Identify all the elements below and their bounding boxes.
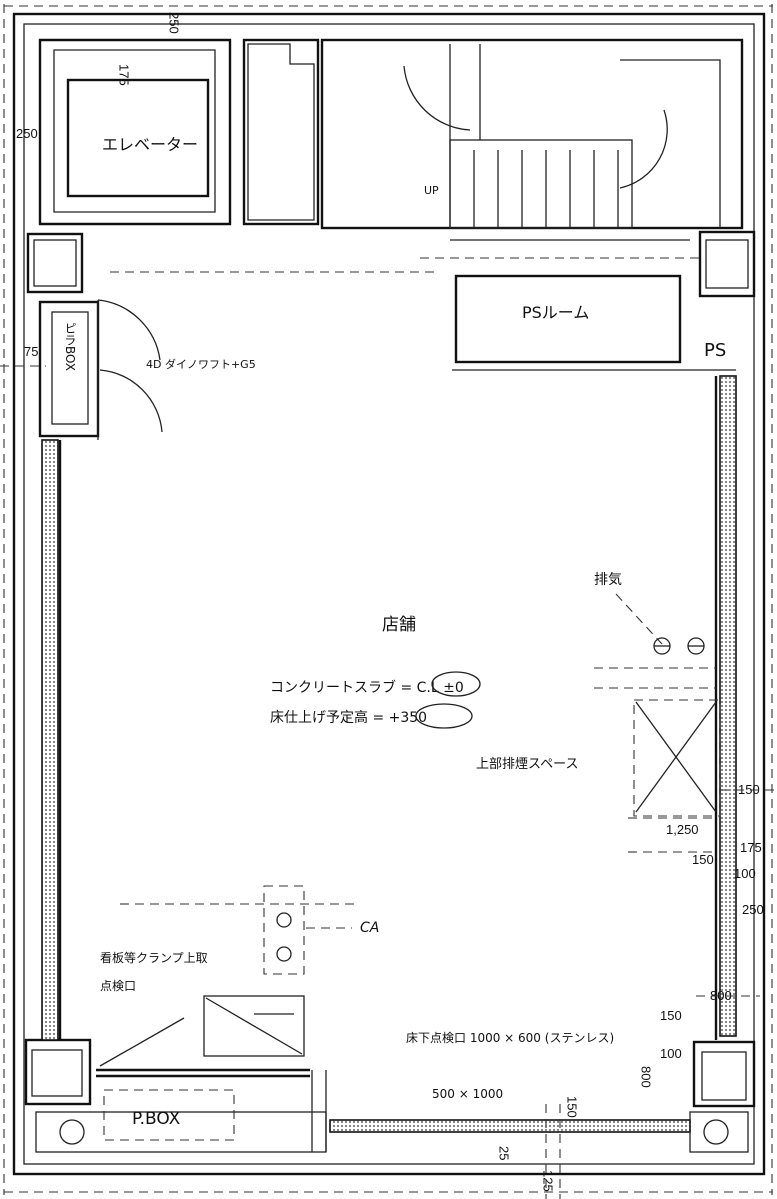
dimension-label: 800 [710,988,732,1003]
outer-wall [3,4,773,1195]
exhaust-leader [615,593,663,645]
dimension-label: 175 [117,64,132,86]
stair-area [320,38,744,230]
dimension-label: 250 [167,12,182,34]
ca-fixture [263,885,352,975]
dimension-label: 75 [24,344,38,359]
ps-label: PS [704,340,726,361]
dimension-label: 800 [639,1066,654,1088]
sign-frame [99,995,305,1067]
ca-label: CA [360,920,379,936]
column-bottom-left [24,1038,92,1106]
dimension-label: 125 [541,1170,556,1192]
right-hatched-wall [719,375,737,1037]
duct-dimension: 1,250 [666,822,699,837]
dimension-label: 150 [565,1096,580,1118]
shop-area-label: 店舗 [382,615,416,635]
pipe-box-label: ピラBOX [63,322,77,371]
duct-space-label: 上部排煙スペース [476,757,578,772]
elevator-label: エレベーター [102,135,198,154]
dimension-label: 100 [734,866,756,881]
sign-note: 看板等クランプ上取 [100,951,208,965]
dimension-label: 150 [660,1008,682,1023]
floor-opening-note: 床下点検口 1000 × 600 (ステンレス) [406,1031,614,1045]
dimension-label: 100 [660,1046,682,1061]
dimension-label: 175 [740,840,762,855]
column-bottom-right [692,1040,756,1108]
dimension-label: 150 [738,782,760,797]
column-top-right [698,230,756,298]
column-top-left [26,232,84,294]
shop-inner-wall [58,376,718,1152]
dimension-label: 25 [497,1146,512,1160]
dimension-label: 150 [692,852,714,867]
sign-note-2: 点検口 [100,979,136,993]
ps-room-label: PSルーム [522,303,589,322]
up-label: UP [424,184,439,197]
bottom-hatched-wall [329,1119,691,1133]
slab-level-note: コンクリートスラブ = C.L ±0 [270,679,464,696]
p-box-label: P.BOX [132,1109,181,1129]
middle-shaft [242,38,320,226]
level-mark [431,671,481,697]
left-hatched-wall [41,439,59,1041]
height-mark [415,703,473,729]
ps-room [450,239,736,371]
elevator-shaft [38,38,232,226]
opening-note-2: 500 × 1000 [432,1087,503,1101]
duct-space [628,699,721,853]
ceiling-height-note: 床仕上げ予定高 = +350 [270,709,427,726]
p-box [35,1089,749,1153]
door-swing [97,299,163,440]
exhaust-label: 排気 [594,572,622,588]
dimension-label: 250 [742,902,764,917]
dimension-label: 250 [16,126,38,141]
door-note: 4D ダイノワフト+G5 [146,357,256,371]
